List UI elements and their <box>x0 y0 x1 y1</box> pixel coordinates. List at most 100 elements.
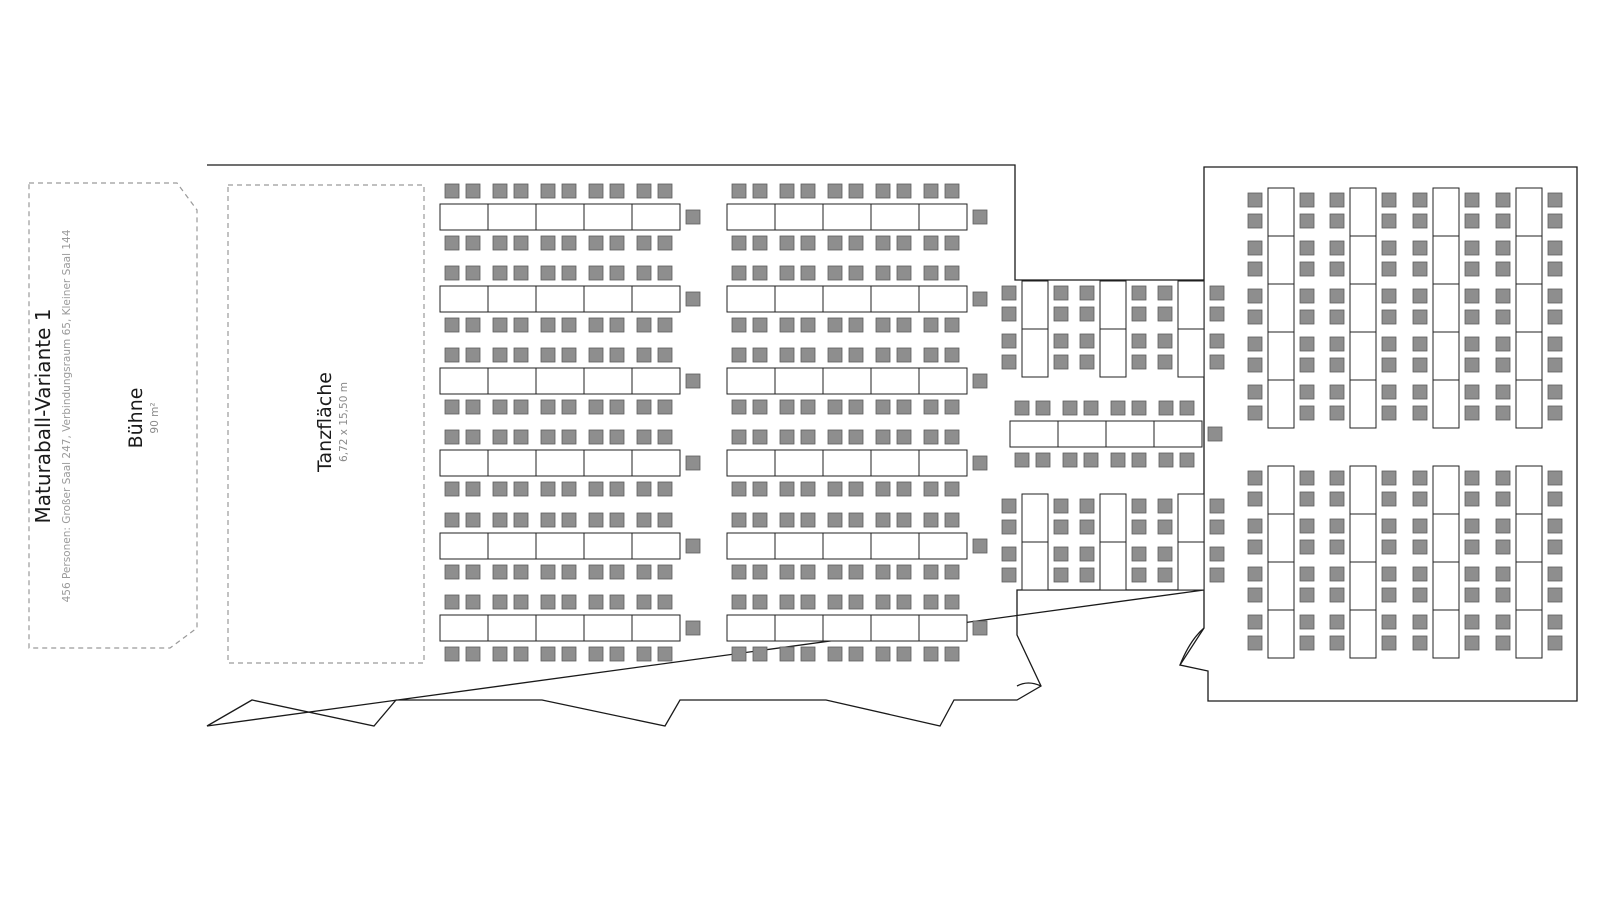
chair <box>1035 400 1051 416</box>
dancefloor-size: 6,72 x 15,50 m <box>338 382 350 462</box>
chair <box>609 317 625 333</box>
chair <box>492 265 508 281</box>
chair <box>561 564 577 580</box>
chair <box>588 481 604 497</box>
table <box>918 367 968 395</box>
chair <box>1179 400 1195 416</box>
chair <box>1053 333 1069 349</box>
table <box>1267 187 1295 237</box>
table <box>774 367 824 395</box>
chair <box>1053 546 1069 562</box>
chair <box>779 347 795 363</box>
chair <box>492 235 508 251</box>
chair <box>1464 384 1480 400</box>
chair <box>1247 261 1263 277</box>
small-hall-wall <box>1178 166 1578 702</box>
chair <box>465 399 481 415</box>
chair <box>561 183 577 199</box>
chair <box>1464 288 1480 304</box>
chair <box>779 429 795 445</box>
chair <box>1014 400 1030 416</box>
chair <box>1464 240 1480 256</box>
table <box>1349 283 1377 333</box>
chair <box>540 512 556 528</box>
chair <box>492 646 508 662</box>
chair <box>779 481 795 497</box>
chair <box>465 235 481 251</box>
chair <box>1381 192 1397 208</box>
table <box>583 285 633 313</box>
chair <box>1547 192 1563 208</box>
chair <box>1247 635 1263 651</box>
chair <box>657 594 673 610</box>
chair <box>1329 491 1345 507</box>
chair <box>875 265 891 281</box>
table <box>726 532 776 560</box>
chair <box>731 399 747 415</box>
chair <box>1247 518 1263 534</box>
chair <box>1547 336 1563 352</box>
chair <box>779 235 795 251</box>
chair <box>444 429 460 445</box>
table <box>487 449 537 477</box>
chair <box>875 594 891 610</box>
chair <box>1495 309 1511 325</box>
chair <box>1381 357 1397 373</box>
table <box>1515 283 1543 333</box>
table <box>439 203 489 231</box>
chair <box>1547 288 1563 304</box>
table <box>1267 331 1295 381</box>
table <box>583 614 633 642</box>
chair <box>944 235 960 251</box>
chair <box>1412 587 1428 603</box>
chair <box>1110 400 1126 416</box>
chair <box>875 646 891 662</box>
table <box>774 614 824 642</box>
chair <box>1209 519 1225 535</box>
plan-subtitle: 456 Personen: Großer Saal 247, Verbindun… <box>61 229 73 602</box>
chair <box>1547 566 1563 582</box>
table <box>822 367 872 395</box>
chair <box>1464 192 1480 208</box>
chair <box>1464 470 1480 486</box>
chair <box>972 373 988 389</box>
chair <box>465 429 481 445</box>
chair <box>848 317 864 333</box>
chair <box>1495 614 1511 630</box>
chair <box>923 481 939 497</box>
table <box>1177 280 1205 330</box>
chair <box>827 646 843 662</box>
table <box>1099 541 1127 591</box>
chair <box>465 646 481 662</box>
chair <box>636 347 652 363</box>
chair <box>1381 261 1397 277</box>
chair <box>1547 405 1563 421</box>
table <box>1432 609 1460 659</box>
table <box>1267 379 1295 429</box>
chair <box>1247 491 1263 507</box>
chair <box>731 429 747 445</box>
table <box>1432 283 1460 333</box>
table <box>439 614 489 642</box>
chair <box>731 183 747 199</box>
chair <box>1329 288 1345 304</box>
chair <box>848 481 864 497</box>
chair <box>1412 213 1428 229</box>
chair <box>752 594 768 610</box>
chair <box>513 594 529 610</box>
chair <box>1131 354 1147 370</box>
chair <box>636 481 652 497</box>
table <box>1177 328 1205 378</box>
table <box>870 367 920 395</box>
chair <box>636 317 652 333</box>
chair <box>1381 635 1397 651</box>
chair <box>779 183 795 199</box>
chair <box>875 512 891 528</box>
chair <box>492 317 508 333</box>
chair <box>561 594 577 610</box>
furniture-layer <box>439 183 1563 662</box>
chair <box>875 399 891 415</box>
chair <box>444 512 460 528</box>
chair <box>944 564 960 580</box>
